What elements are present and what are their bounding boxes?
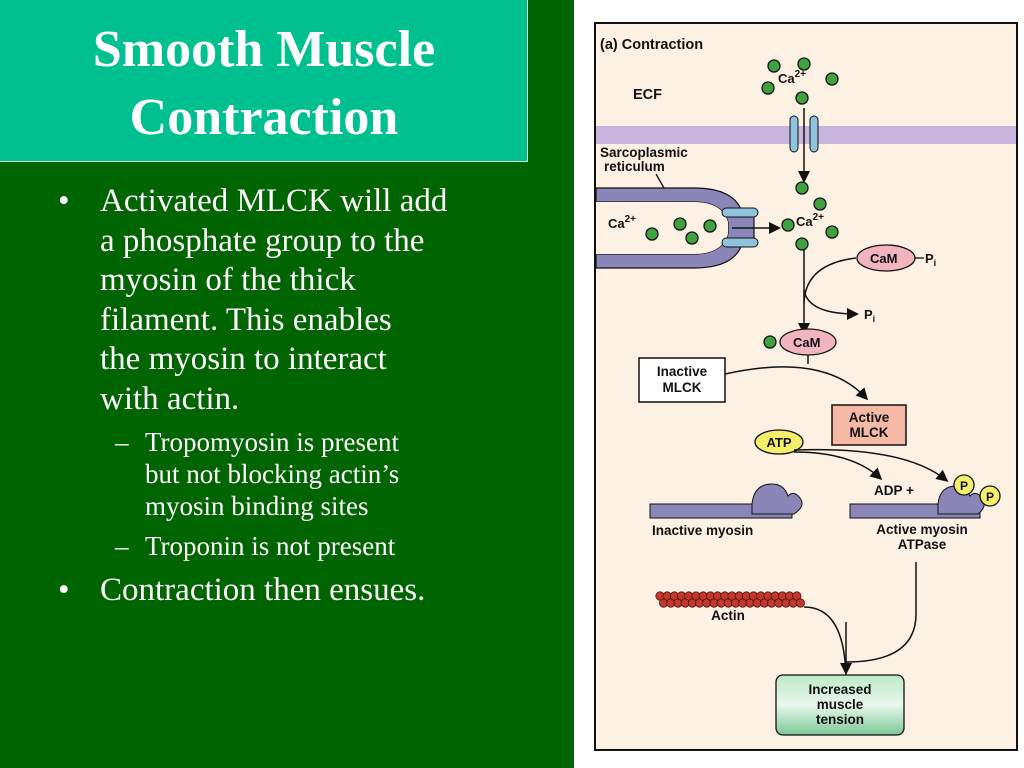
active-mlck-label-1: Active (849, 410, 890, 425)
ca-label-sr: Ca2+ (608, 214, 636, 231)
active-mlck-box (831, 404, 907, 446)
myosin-to-tension-arrow (845, 562, 917, 663)
cam-label-2: CaM (793, 335, 820, 350)
phosphate-label-2: P (986, 490, 994, 504)
phosphate-2 (979, 485, 1001, 507)
cell-membrane (596, 126, 1016, 144)
panel-label: (a) Contraction (600, 37, 703, 53)
bullet-line: Activated MLCK will add (100, 183, 448, 219)
bullet-marker: • (58, 572, 70, 608)
bullet-list: • Activated MLCK will add a phosphate gr… (58, 182, 538, 617)
phosphorylation-arrow (793, 448, 949, 482)
bullet-line: a phosphate group to the (100, 222, 425, 259)
phosphate-label-1: P (960, 479, 968, 493)
ca-ions-cytosol (781, 181, 839, 251)
bullet-line: Contraction then ensues. (100, 572, 426, 608)
sr-release-channel (721, 207, 759, 248)
pi-label-2: Pi (864, 307, 875, 324)
bullet-item-mlck: • Activated MLCK will add a phosphate gr… (58, 182, 538, 419)
ca-label-cytosol: Ca2+ (796, 212, 824, 229)
inactive-mlck-label-1: Inactive (657, 364, 708, 379)
sub-bullet-marker: – (115, 531, 129, 561)
pi-release-arrow (803, 289, 859, 320)
sub-bullet-marker: – (115, 427, 129, 457)
sr-label-line-1: Sarcoplasmic (600, 145, 688, 160)
active-myosin-label-1: Active myosin (876, 522, 968, 537)
active-myosin-label-2: ATPase (898, 537, 947, 552)
inactive-mlck-label-2: MLCK (663, 380, 702, 395)
tension-label-1: Increased (808, 682, 871, 697)
sub-bullet-line: but not blocking actin’s (145, 459, 400, 489)
tension-box (775, 674, 905, 736)
sub-bullet-tropomyosin: – Tropomyosin is present but not blockin… (58, 425, 538, 523)
tension-label-2: muscle (817, 697, 864, 712)
bullet-line: with actin. (100, 380, 240, 417)
slide-title-line-2: Contraction (129, 89, 399, 146)
calcium-channel (789, 115, 819, 153)
ca-label-ecf: Ca2+ (778, 69, 806, 86)
mlck-activation-arrow (724, 366, 869, 401)
bullet-item-contraction: • Contraction then ensues. (58, 571, 538, 611)
cam-label-1: CaM (870, 251, 897, 266)
adp-label: ADP + (874, 483, 914, 498)
adp-arrow (793, 451, 883, 481)
tension-label-3: tension (816, 712, 864, 727)
sub-bullet-line: Tropomyosin is present (145, 427, 400, 457)
ca-ion-bound (763, 335, 777, 349)
contraction-diagram: (a) Contraction ECF Ca2+ Sarcoplasmic re… (594, 22, 1018, 751)
inactive-myosin (649, 483, 803, 519)
bullet-line: filament. This enables (100, 301, 392, 338)
inactive-mlck-box (638, 357, 726, 403)
slide-title-line-1: Smooth Muscle (92, 21, 436, 78)
sr-label-line-2: reticulum (604, 159, 665, 174)
sub-bullet-line: Troponin is not present (145, 531, 396, 561)
actin-filament (655, 591, 805, 608)
sub-bullet-line: myosin binding sites (145, 491, 369, 521)
active-myosin (849, 485, 985, 519)
sr-pointer (655, 173, 665, 189)
pi-label-1: Pi (925, 251, 936, 268)
active-mlck-label-2: MLCK (850, 425, 889, 440)
phosphate-1 (953, 474, 975, 496)
bullet-line: the myosin to interact (100, 341, 387, 377)
bullet-marker: • (58, 183, 70, 219)
atp-molecule (754, 429, 804, 455)
title-banner: Smooth Muscle Contraction (0, 0, 528, 162)
atp-label: ATP (766, 435, 791, 450)
ca-ions-sr (645, 217, 717, 245)
actin-label: Actin (711, 608, 745, 623)
ecf-label: ECF (633, 87, 662, 103)
bullet-line: myosin of the thick (100, 262, 356, 298)
inactive-myosin-label: Inactive myosin (652, 523, 753, 538)
actin-bead (795, 598, 805, 608)
sub-bullet-troponin: – Troponin is not present (58, 529, 538, 563)
ca-ions-ecf (761, 57, 839, 105)
